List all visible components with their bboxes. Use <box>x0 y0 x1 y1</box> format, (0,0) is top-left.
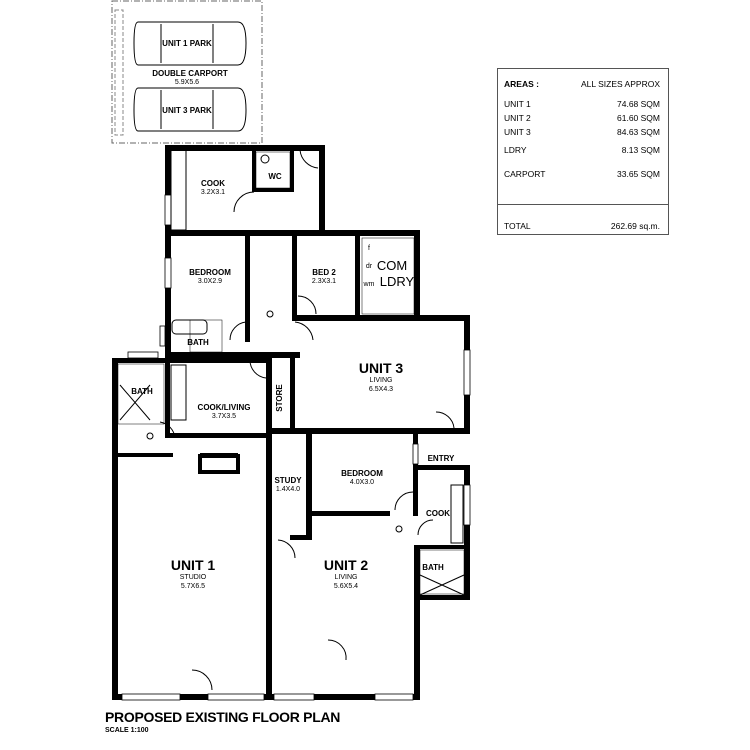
bedroom2-label: BEDROOM <box>341 469 383 478</box>
unit2-label: UNIT 2 <box>324 557 369 573</box>
unit1-label: UNIT 1 <box>171 557 216 573</box>
cookliving-dims: 3.7X3.5 <box>212 413 236 420</box>
tile-areas <box>117 151 465 595</box>
bath1-label: BATH <box>131 387 153 396</box>
chimney <box>198 454 240 474</box>
ldry-label-line2: LDRY <box>380 274 415 289</box>
door-swings <box>159 149 455 691</box>
bath3-label: BATH <box>187 338 209 347</box>
study-label: STUDY <box>274 476 302 485</box>
unit3-label: UNIT 3 <box>359 360 404 376</box>
study-dims: 1.4X4.0 <box>276 486 300 493</box>
bedroom3-label: BEDROOM <box>189 268 231 277</box>
area-value: 61.60 SQM <box>617 113 660 123</box>
carport-park1-label: UNIT 1 PARK <box>162 39 212 48</box>
ldry-label-line1: COM <box>377 258 407 273</box>
carport-post-line <box>114 9 124 136</box>
bedroom3-dims: 3.0X2.9 <box>198 278 222 285</box>
unit3-sub: LIVING <box>370 377 393 384</box>
washer-label: wm <box>363 281 375 288</box>
cook3-label: COOK <box>201 179 225 188</box>
car-icon <box>133 21 247 66</box>
area-label: UNIT 2 <box>504 113 531 123</box>
plan-title: PROPOSED EXISTING FLOOR PLAN <box>105 709 341 725</box>
area-value: 74.68 SQM <box>617 99 660 109</box>
wc-label: WC <box>268 172 282 181</box>
carport-park3-label: UNIT 3 PARK <box>162 106 212 115</box>
cook3-dims: 3.2X3.1 <box>201 189 225 196</box>
cook2-label: COOK <box>426 509 450 518</box>
fixtures <box>119 149 465 596</box>
area-value: 33.65 SQM <box>617 169 660 179</box>
plan-scale: SCALE 1:100 <box>105 727 149 734</box>
carport-name-label: DOUBLE CARPORT <box>152 69 228 78</box>
fridge-label: f <box>368 245 370 252</box>
dryer-label: dr <box>366 263 373 270</box>
store-label: STORE <box>275 384 284 412</box>
carport-outline <box>111 0 263 144</box>
areas-note: ALL SIZES APPROX <box>580 79 660 89</box>
unit1-dims: 5.7X6.5 <box>181 583 205 590</box>
area-value: 8.13 SQM <box>621 145 660 155</box>
carport-dims: 5.9X5.6 <box>175 79 199 86</box>
unit3-dims: 6.5X4.3 <box>369 386 393 393</box>
walls <box>112 145 470 700</box>
area-label: UNIT 3 <box>504 127 531 137</box>
bedroom2-dims: 4.0X3.0 <box>350 479 374 486</box>
bed2-label: BED 2 <box>312 268 336 277</box>
unit2-sub: LIVING <box>335 574 358 581</box>
cookliving-label: COOK/LIVING <box>198 403 251 412</box>
total-value: 262.69 sq.m. <box>610 221 660 231</box>
entry-label: ENTRY <box>428 454 455 463</box>
unit2-dims: 5.6X5.4 <box>334 583 358 590</box>
windows <box>121 194 471 701</box>
bath2-label: BATH <box>422 563 444 572</box>
bed2-dims: 2.3X3.1 <box>312 278 336 285</box>
areas-heading: AREAS : <box>504 79 539 89</box>
area-value: 84.63 SQM <box>617 127 660 137</box>
car-icon <box>133 87 247 132</box>
area-label: LDRY <box>504 145 527 155</box>
unit1-sub: STUDIO <box>180 574 207 581</box>
area-label: UNIT 1 <box>504 99 531 109</box>
area-label: CARPORT <box>504 169 546 179</box>
total-label: TOTAL <box>504 221 531 231</box>
